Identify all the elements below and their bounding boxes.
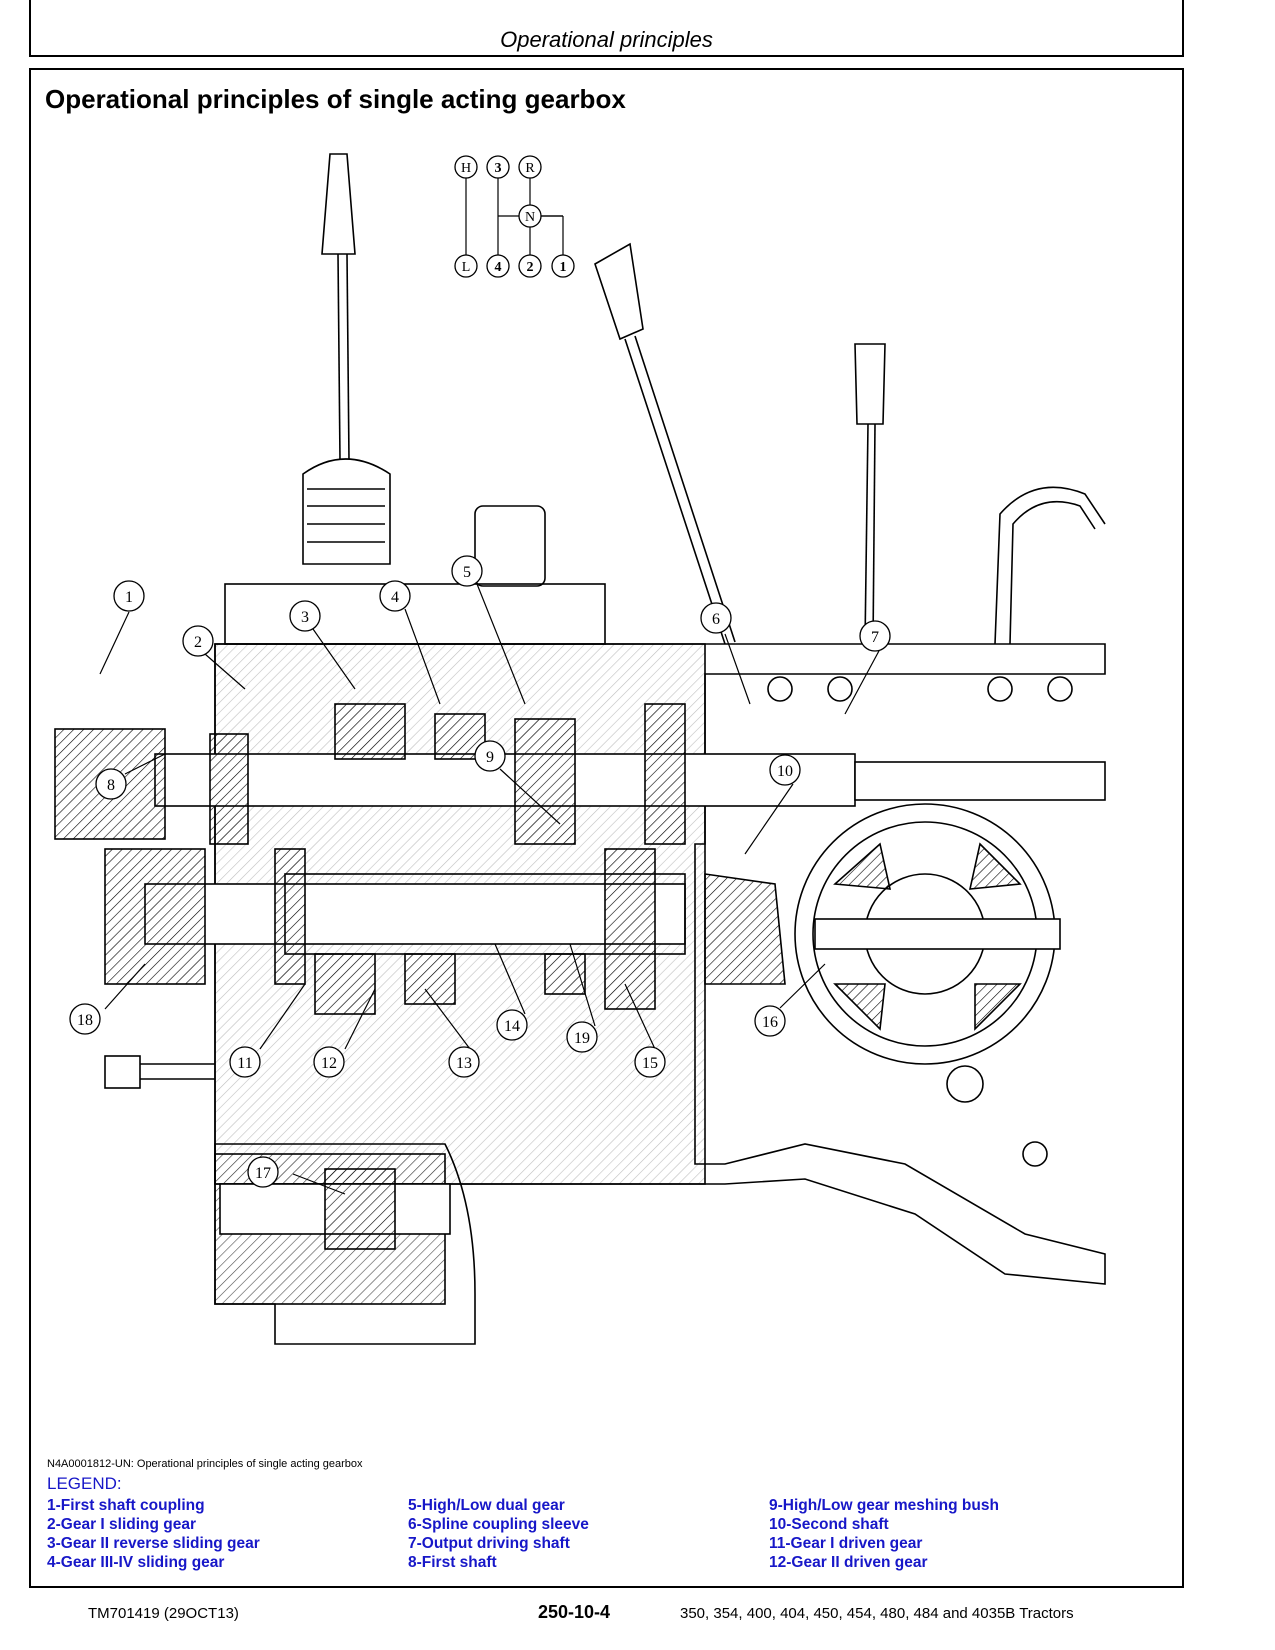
footer-models: 350, 354, 400, 404, 450, 454, 480, 484 a… bbox=[680, 1605, 1074, 1622]
legend-item: 1-First shaft coupling bbox=[47, 1497, 205, 1514]
legend-item: 5-High/Low dual gear bbox=[408, 1497, 565, 1514]
callout-15: 15 bbox=[642, 1055, 658, 1072]
section-title: Operational principles of single acting … bbox=[45, 84, 626, 114]
legend-item: 2-Gear I sliding gear bbox=[47, 1516, 197, 1533]
header-title: Operational principles bbox=[500, 27, 713, 52]
callout-11: 11 bbox=[237, 1055, 252, 1072]
page-header: Operational principles bbox=[29, 0, 1184, 57]
legend-column-2: 5-High/Low dual gear 6-Spline coupling s… bbox=[408, 1496, 589, 1572]
figure-caption: N4A0001812-UN: Operational principles of… bbox=[47, 1458, 363, 1470]
legend-item: 8-First shaft bbox=[408, 1554, 497, 1571]
legend-column-1: 1-First shaft coupling 2-Gear I sliding … bbox=[47, 1496, 260, 1572]
callout-19: 19 bbox=[574, 1030, 590, 1047]
shift-label-h: H bbox=[461, 161, 471, 176]
legend-item: 11-Gear I driven gear bbox=[769, 1535, 923, 1552]
shift-label-r: R bbox=[525, 161, 535, 176]
callout-2: 2 bbox=[194, 634, 202, 651]
shift-label-2: 2 bbox=[527, 260, 534, 275]
callout-1: 1 bbox=[125, 589, 133, 606]
legend-item: 10-Second shaft bbox=[769, 1516, 889, 1533]
shift-label-3: 3 bbox=[495, 161, 502, 176]
legend-item: 3-Gear II reverse sliding gear bbox=[47, 1535, 260, 1552]
gearbox-diagram: H 3 R N L 4 2 1 bbox=[54, 153, 1106, 1345]
legend-item: 9-High/Low gear meshing bush bbox=[769, 1497, 999, 1514]
callout-17: 17 bbox=[255, 1165, 271, 1182]
shift-label-1: 1 bbox=[560, 260, 567, 275]
callout-10: 10 bbox=[777, 763, 793, 780]
legend-title: LEGEND: bbox=[47, 1474, 122, 1493]
shift-label-l: L bbox=[462, 260, 471, 275]
callouts: 1 2 3 4 5 6 7 8 9 10 11 12 13 14 15 16 1… bbox=[69, 555, 891, 1188]
callout-16: 16 bbox=[762, 1014, 778, 1031]
legend-item: 12-Gear II driven gear bbox=[769, 1554, 928, 1571]
shift-label-n: N bbox=[525, 210, 535, 225]
callout-18: 18 bbox=[77, 1012, 93, 1029]
legend-item: 4-Gear III-IV sliding gear bbox=[47, 1554, 225, 1571]
callout-8: 8 bbox=[107, 777, 115, 794]
footer-doc-id: TM701419 (29OCT13) bbox=[88, 1605, 239, 1622]
legend-item: 6-Spline coupling sleeve bbox=[408, 1516, 589, 1533]
callout-4: 4 bbox=[391, 589, 399, 606]
callout-9: 9 bbox=[486, 749, 494, 766]
footer-page-number: 250-10-4 bbox=[538, 1602, 611, 1622]
callout-3: 3 bbox=[301, 609, 309, 626]
callout-6: 6 bbox=[712, 611, 720, 628]
callout-7: 7 bbox=[871, 629, 879, 646]
callout-5: 5 bbox=[463, 564, 471, 581]
legend-column-3: 9-High/Low gear meshing bush 10-Second s… bbox=[769, 1496, 999, 1572]
shift-pattern: H 3 R N L 4 2 1 bbox=[454, 155, 575, 278]
callout-12: 12 bbox=[321, 1055, 337, 1072]
callout-13: 13 bbox=[456, 1055, 472, 1072]
legend-item: 7-Output driving shaft bbox=[408, 1535, 570, 1552]
content-frame: Operational principles of single acting … bbox=[29, 68, 1184, 1588]
shift-label-4: 4 bbox=[495, 260, 502, 275]
callout-14: 14 bbox=[504, 1018, 520, 1035]
